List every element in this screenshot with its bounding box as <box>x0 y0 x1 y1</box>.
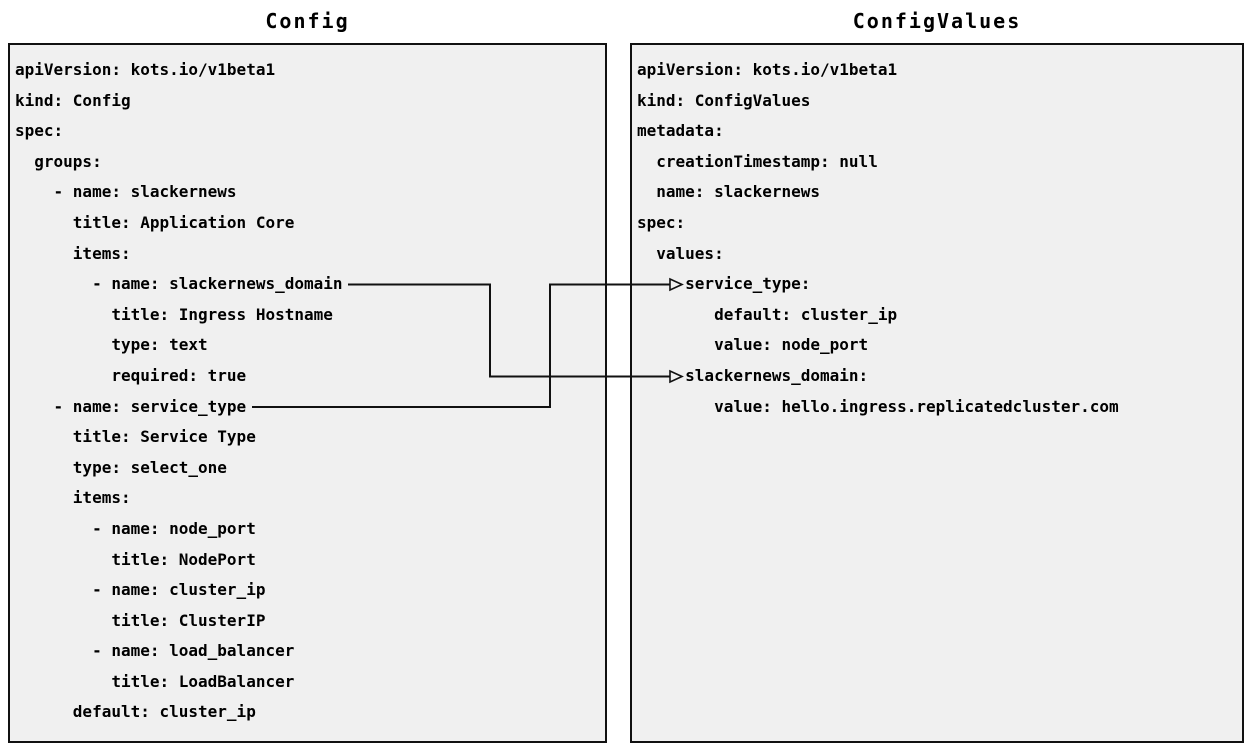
config-panel-title: Config <box>265 9 350 33</box>
config-yaml-panel: apiVersion: kots.io/v1beta1 kind: Config… <box>8 43 607 743</box>
configvalues-panel-title: ConfigValues <box>852 9 1022 33</box>
configvalues-yaml-panel: apiVersion: kots.io/v1beta1 kind: Config… <box>630 43 1244 743</box>
config-yaml-code: apiVersion: kots.io/v1beta1 kind: Config… <box>15 60 343 722</box>
configvalues-yaml-code: apiVersion: kots.io/v1beta1 kind: Config… <box>637 60 1119 416</box>
